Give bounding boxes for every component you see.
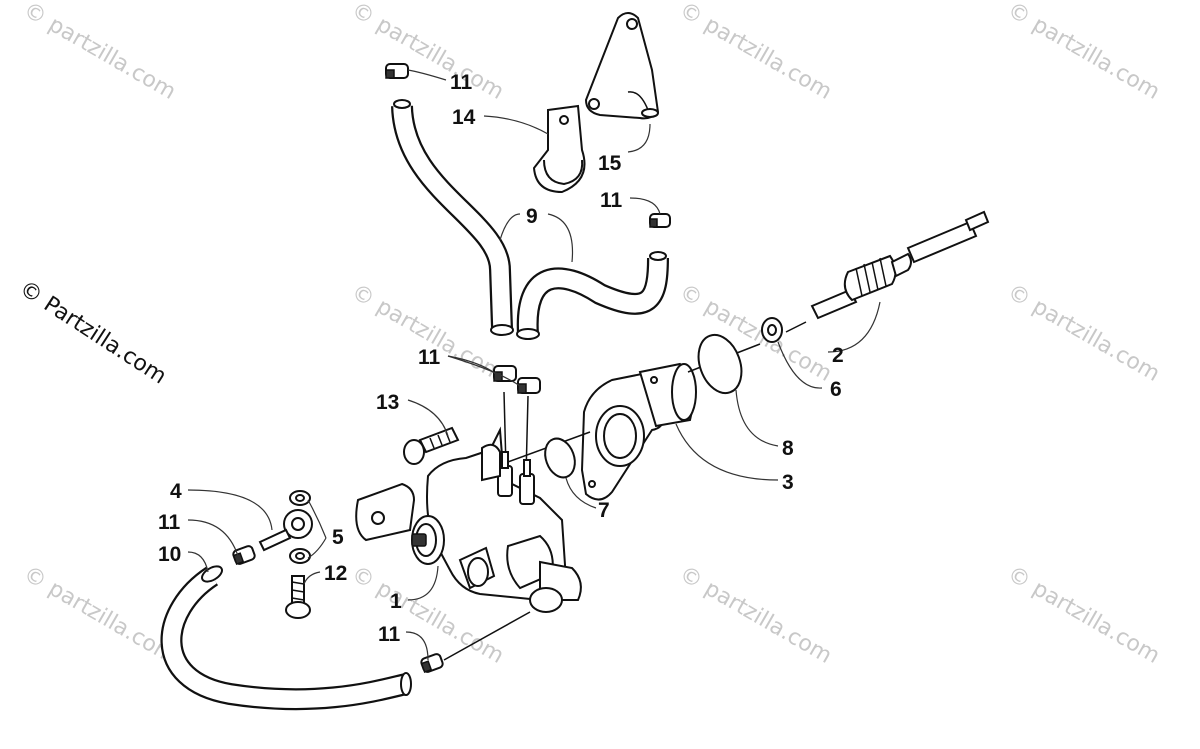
- leader-lines: [187, 69, 881, 661]
- watermark: © partzilla.com: [1003, 0, 1164, 105]
- callout-label: 12: [324, 562, 347, 585]
- callout-label: 11: [158, 511, 181, 534]
- banjo-bolt-part: [403, 426, 460, 465]
- hose-clamp-part: [649, 213, 671, 228]
- callout-label: 6: [830, 378, 842, 401]
- side-watermark: © Partzilla.com: [15, 276, 171, 389]
- callout-labels: 11 14 15 11 9 11 13 2 6 8 3 7 4 11 10 5 …: [158, 71, 844, 646]
- callout-label: 11: [600, 189, 623, 212]
- callout-label: 14: [452, 106, 476, 129]
- banjo-fitting-part: [258, 509, 313, 552]
- washer-part: [289, 490, 311, 506]
- watermark: © partzilla.com: [19, 562, 180, 669]
- bolt-part: [285, 575, 311, 619]
- washer-part: [761, 317, 783, 343]
- watermark: © partzilla.com: [347, 280, 508, 387]
- hose-clamp-part: [385, 63, 409, 79]
- watermark: © partzilla.com: [19, 0, 180, 105]
- watermark: © partzilla.com: [1003, 562, 1164, 669]
- watermark: © partzilla.com: [675, 0, 836, 105]
- hose-clamp-part: [517, 377, 541, 394]
- callout-label: 7: [598, 499, 610, 522]
- watermark: © partzilla.com: [675, 280, 836, 387]
- pump-housing-part: [580, 362, 697, 501]
- hose-clamp-part: [232, 545, 256, 566]
- hose-clamp-part: [420, 653, 444, 674]
- callout-label: 15: [598, 152, 622, 175]
- callout-label: 1: [390, 590, 402, 613]
- callout-label: 11: [418, 346, 441, 369]
- callout-label: 8: [782, 437, 794, 460]
- vent-hose-right: [516, 251, 669, 340]
- washer-part: [289, 548, 311, 564]
- callout-label: 11: [450, 71, 473, 94]
- watermark: © partzilla.com: [1003, 280, 1164, 387]
- callout-label: 10: [158, 543, 181, 566]
- callout-label: 11: [378, 623, 401, 646]
- callout-label: 4: [170, 480, 182, 503]
- callout-label: 2: [832, 344, 844, 367]
- watermark: © partzilla.com: [675, 562, 836, 669]
- callout-label: 13: [376, 391, 399, 414]
- bracket-part: [584, 12, 660, 120]
- o-ring-part: [544, 437, 576, 479]
- drive-shaft-part: [810, 210, 990, 320]
- p-clamp-part: [532, 104, 586, 194]
- watermark: © partzilla.com: [347, 0, 508, 105]
- callout-label: 9: [526, 205, 538, 228]
- callout-label: 3: [782, 471, 794, 494]
- callout-label: 5: [332, 526, 344, 549]
- o-ring-large-part: [697, 333, 743, 395]
- oil-pump-part: [355, 426, 582, 613]
- vent-hose-left: [391, 99, 514, 336]
